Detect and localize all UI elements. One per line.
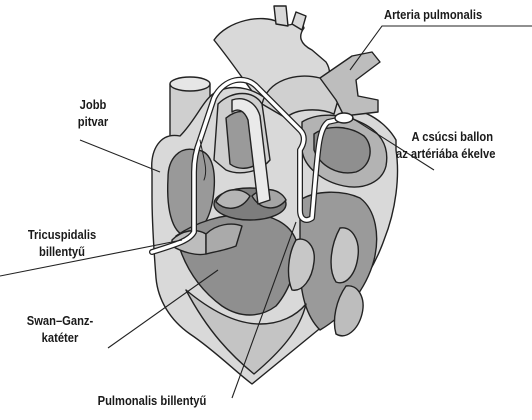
label-text: A csúcsi ballon: [396, 128, 495, 145]
label-arteria-pulmonalis: Arteria pulmonalis: [384, 6, 482, 23]
label-text: pitvar: [65, 113, 122, 130]
label-text: Arteria pulmonalis: [384, 6, 482, 23]
aorta-branch-1: [274, 6, 288, 26]
leader-jobb-pitvar: [80, 140, 160, 172]
label-balloon: A csúcsi ballon az artériába ékelve: [396, 128, 495, 162]
superior-vena-cava-opening: [170, 77, 210, 91]
catheter-balloon-tip: [335, 113, 353, 123]
label-text: Pulmonalis billentyű: [80, 392, 224, 409]
label-text: Jobb: [65, 96, 122, 113]
label-text: katéter: [14, 329, 107, 346]
label-pulmonalis-billentyu: Pulmonalis billentyű: [80, 392, 224, 409]
label-jobb-pitvar: Jobb pitvar: [65, 96, 122, 130]
label-text: billentyű: [14, 243, 110, 260]
label-tricuspidalis: Tricuspidalis billentyű: [14, 226, 110, 260]
label-text: az artériába ékelve: [396, 145, 495, 162]
label-swan-ganz: Swan–Ganz- katéter: [14, 312, 107, 346]
label-text: Swan–Ganz-: [14, 312, 107, 329]
label-text: Tricuspidalis: [14, 226, 110, 243]
